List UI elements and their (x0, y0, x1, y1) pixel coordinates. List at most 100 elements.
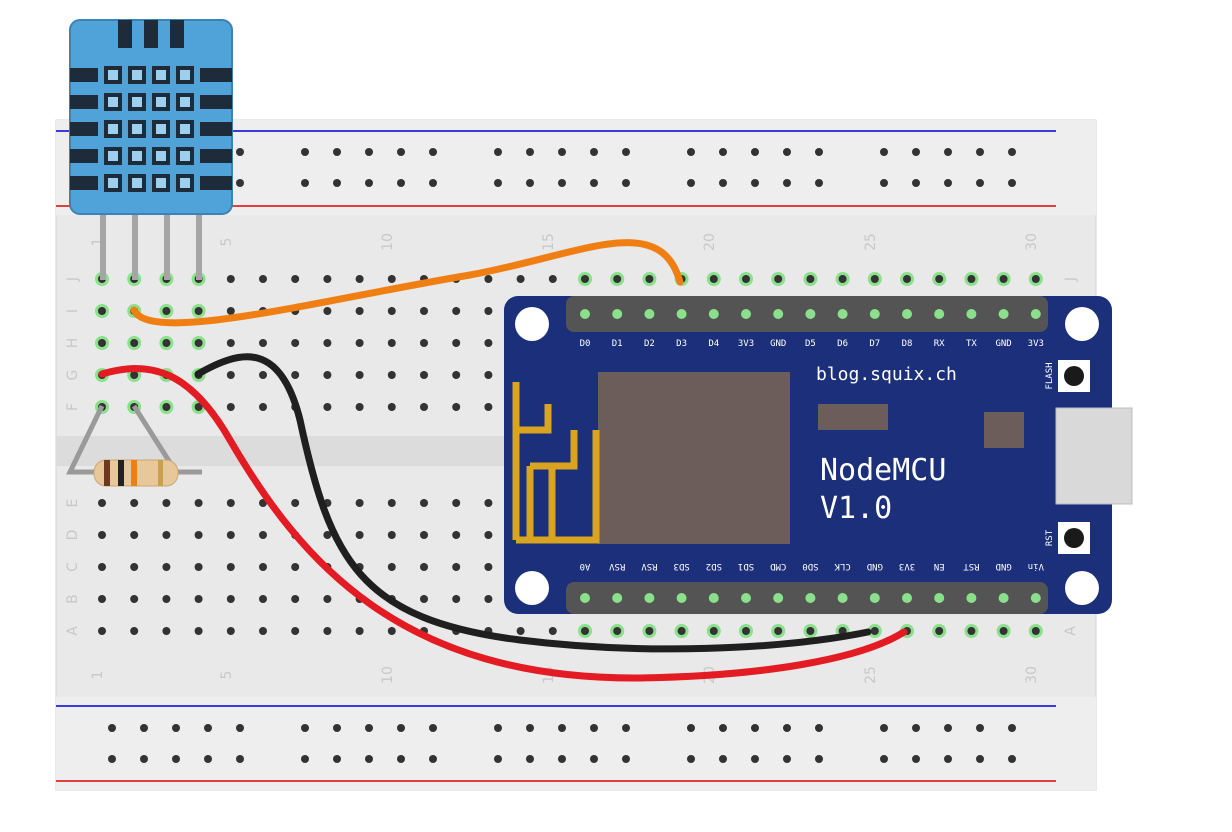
breadboard-hole (323, 307, 332, 315)
row-label-left: A (65, 626, 81, 636)
rail-hole (912, 755, 920, 763)
breadboard-hole (226, 275, 235, 283)
breadboard-hole (226, 403, 235, 411)
row-label-left: E (65, 499, 81, 508)
rail-hole (365, 724, 373, 732)
breadboard-hole (516, 275, 525, 283)
breadboard-hole (420, 403, 428, 411)
rail-hole (1008, 755, 1016, 763)
dht11-sensor-icon (69, 19, 233, 215)
breadboard-hole (1031, 275, 1040, 283)
column-number-bottom: 25 (863, 666, 879, 684)
breadboard-hole (387, 307, 396, 315)
breadboard-hole (226, 531, 235, 539)
rail-hole (751, 179, 759, 187)
breadboard-hole (742, 627, 750, 635)
esp-chip (598, 372, 790, 544)
breadboard-hole (484, 275, 493, 283)
rail-hole (140, 724, 148, 732)
breadboard-hole (259, 627, 267, 635)
breadboard-hole (387, 563, 396, 571)
breadboard-hole (870, 627, 879, 635)
breadboard-hole (323, 339, 332, 347)
column-number-top: 5 (219, 238, 235, 247)
usb-port (1055, 407, 1133, 505)
pin-dot-top (837, 309, 848, 319)
pin-label-top: 3V3 (738, 339, 754, 349)
sensor-slot (70, 122, 98, 136)
column-number-top: 10 (380, 233, 396, 251)
rail-hole (719, 179, 727, 187)
breadboard-hole (484, 531, 493, 539)
breadboard-hole (516, 627, 525, 635)
column-number-top: 15 (541, 233, 557, 251)
breadboard-hole (387, 371, 396, 379)
breadboard-hole (387, 339, 396, 347)
rail-hole (365, 755, 373, 763)
rail-hole (526, 724, 534, 732)
breadboard-hole (162, 307, 171, 315)
rail-hole (622, 148, 630, 156)
breadboard-hole (387, 531, 396, 539)
ground-wire (194, 353, 872, 653)
breadboard-hole (645, 627, 654, 635)
pin-label-bottom: CLK (834, 561, 851, 571)
breadboard-hole (259, 531, 267, 539)
row-label-left: G (65, 370, 81, 381)
rail-hole (719, 724, 727, 732)
rail-hole (944, 179, 952, 187)
breadboard-hole (355, 371, 364, 379)
rail-hole (429, 724, 437, 732)
rail-hole (783, 179, 791, 187)
rail-hole (429, 148, 437, 156)
sensor-cell (156, 124, 166, 134)
breadboard-hole (162, 403, 171, 411)
breadboard-hole (355, 307, 364, 315)
sensor-cell (108, 151, 118, 161)
pin-label-top: GND (995, 339, 1011, 349)
column-number-top: 25 (863, 233, 879, 251)
sensor-cell (180, 70, 190, 80)
sensor-cell (156, 178, 166, 188)
pin-label-bottom: SD2 (706, 561, 722, 571)
pin-dot-bottom (741, 593, 751, 603)
pin-label-top: D6 (837, 339, 848, 349)
breadboard-hole (806, 275, 815, 283)
breadboard-hole (98, 499, 106, 507)
sensor-cell (132, 178, 142, 188)
breadboard-hole (291, 275, 300, 283)
pin-dot-top (998, 309, 1009, 319)
pin-dot-bottom (837, 593, 848, 603)
rail-hole (108, 755, 116, 763)
breadboard-hole (1031, 627, 1040, 635)
breadboard-hole (387, 275, 396, 283)
sensor-cell (180, 97, 190, 107)
rail-hole (590, 755, 598, 763)
rail-hole (494, 755, 502, 763)
sensor-cell (156, 97, 166, 107)
rail-hole (590, 148, 598, 156)
breadboard-hole (452, 307, 461, 315)
breadboard-hole (774, 627, 783, 635)
rail-hole (1008, 724, 1016, 732)
sensor-cell (156, 151, 166, 161)
rail-hole (397, 724, 405, 732)
breadboard-hole (226, 499, 235, 507)
breadboard-hole (548, 275, 557, 283)
breadboard-hole (484, 339, 493, 347)
pin-label-top: RX (934, 339, 945, 349)
row-label-left: B (65, 594, 81, 604)
pin-label-bottom: A0 (580, 561, 591, 571)
pin-dot-top (773, 309, 784, 319)
pin-dot-top (869, 309, 880, 319)
pin-label-top: D5 (805, 339, 816, 349)
breadboard-hole (452, 499, 461, 507)
sensor-cell (180, 151, 190, 161)
rail-hole (880, 755, 888, 763)
mount-hole-br (1065, 571, 1099, 605)
rail-hole (719, 148, 727, 156)
breadboard-hole (323, 531, 332, 539)
row-label-right: A (1063, 626, 1079, 636)
rail-hole (558, 179, 566, 187)
